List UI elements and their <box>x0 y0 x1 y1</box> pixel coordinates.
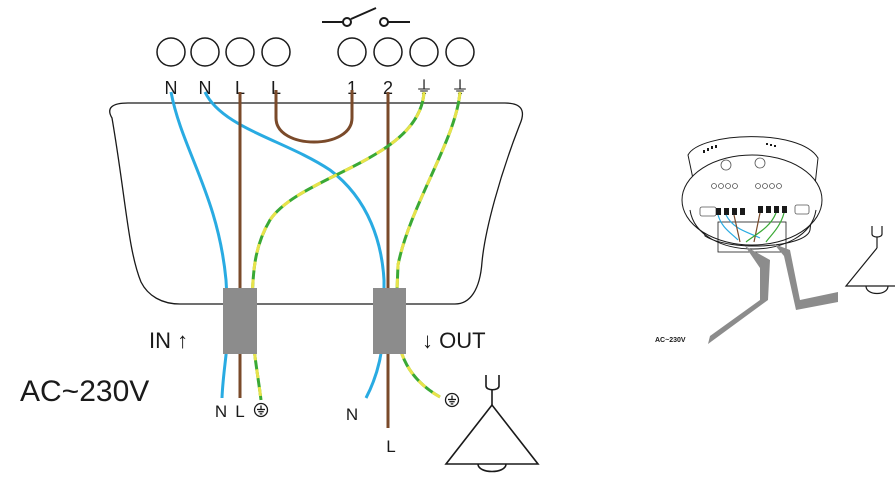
terminal-label: 1 <box>347 78 357 98</box>
small-supply-label: AC~230V <box>655 337 686 344</box>
wall-box-outline <box>109 102 524 305</box>
terminal-label: N <box>165 78 178 98</box>
lamp-icon <box>444 375 540 473</box>
switch-symbol-icon <box>322 7 410 27</box>
terminal-screw <box>156 37 186 67</box>
in-connector-block <box>223 288 257 354</box>
in-label: IN ↑ <box>149 328 188 353</box>
out-live-label: L <box>386 437 395 456</box>
ground-icon <box>444 392 460 408</box>
terminal-screw <box>337 37 367 67</box>
out-label: ↓ OUT <box>422 328 486 353</box>
terminal-screw <box>445 37 475 67</box>
terminal-label: ⏚ <box>415 78 433 98</box>
out-neutral-label: N <box>346 405 358 424</box>
terminal-label: ⏚ <box>451 78 469 98</box>
in-live-label: L <box>235 402 244 421</box>
terminal-label: N <box>199 78 212 98</box>
in-neutral-label: N <box>215 402 227 421</box>
terminal-screw <box>261 37 291 67</box>
terminal-label: L <box>271 78 281 98</box>
out-connector-block <box>373 288 406 354</box>
terminal-screw <box>409 37 439 67</box>
terminal-block <box>156 37 475 67</box>
lamp-icon <box>844 226 895 295</box>
live-jumper-wire <box>274 90 354 144</box>
device-illustration <box>681 136 838 344</box>
terminal-screw <box>225 37 255 67</box>
terminal-screw <box>190 37 220 67</box>
earth-wire-out <box>394 91 462 399</box>
terminal-screw <box>373 37 403 67</box>
supply-voltage-label: AC~230V <box>20 375 149 408</box>
supply-neutral-wire <box>169 91 230 399</box>
terminal-label: 2 <box>383 78 393 98</box>
ground-icon <box>253 402 269 418</box>
terminal-label: L <box>235 78 245 98</box>
